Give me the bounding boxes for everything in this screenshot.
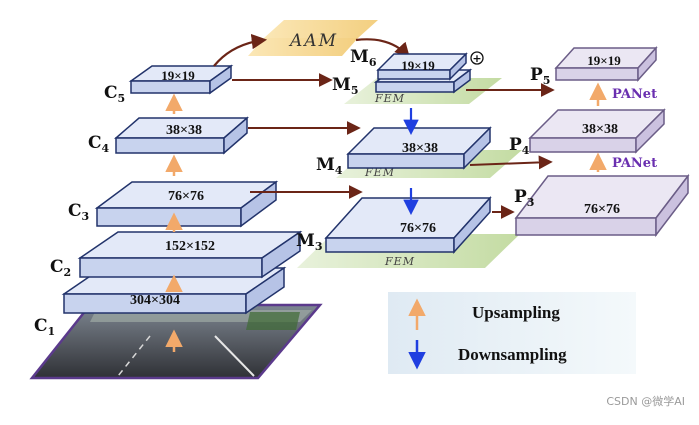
dim-m5: 19×19	[401, 58, 435, 73]
label-c2: C2	[50, 257, 71, 279]
neck-to-head-arrows	[466, 83, 555, 219]
dim-p5: 19×19	[587, 53, 621, 68]
block-p5: 19×19	[554, 46, 658, 82]
input-image	[29, 303, 323, 380]
arrow-aam-to-m6	[355, 38, 411, 59]
block-m4: 38×38	[346, 126, 492, 170]
label-m4: M4	[316, 155, 343, 177]
arrow-c5-to-aam	[213, 33, 268, 67]
dim-p4: 38×38	[582, 122, 618, 137]
label-p4: P4	[509, 135, 530, 157]
arrow-m4-p4	[469, 155, 553, 170]
block-c3: 76×76	[94, 180, 279, 228]
label-p5: P5	[530, 65, 550, 87]
add-symbol: +	[470, 51, 484, 65]
label-m6: M6	[350, 47, 377, 69]
panet-label-bottom: PANet	[612, 156, 657, 171]
aam-module: AAM	[248, 20, 378, 56]
aam-label: AAM	[288, 31, 338, 51]
fem-label-m3: FEM	[384, 255, 415, 268]
dim-c3: 76×76	[168, 189, 204, 204]
block-p3: 76×76	[514, 173, 690, 238]
legend: Upsampling Downsampling	[388, 292, 636, 374]
label-m5: M5	[332, 75, 358, 97]
dim-m4: 38×38	[402, 141, 438, 156]
label-p3: P3	[514, 187, 534, 209]
panet-label-top: PANet	[612, 87, 657, 102]
block-m3: 76×76	[324, 196, 492, 254]
fem-label-m4: FEM	[364, 166, 395, 179]
block-c5: 19×19	[128, 64, 234, 95]
block-c4: 38×38	[113, 116, 250, 155]
dim-c2: 152×152	[165, 239, 215, 254]
dim-c1: 304×304	[130, 293, 180, 308]
block-c2: 152×152	[77, 230, 303, 279]
dim-c4: 38×38	[166, 123, 202, 138]
watermark: CSDN @微学AI	[606, 395, 685, 408]
dim-p3: 76×76	[584, 202, 620, 217]
label-c4: C4	[88, 133, 110, 155]
fem-label-m5: FEM	[374, 92, 405, 105]
label-c1: C1	[34, 316, 55, 338]
legend-downsampling: Downsampling	[458, 345, 567, 364]
dim-c5: 19×19	[161, 68, 195, 83]
label-c5: C5	[104, 83, 125, 105]
label-m3: M3	[296, 231, 322, 253]
svg-text:+: +	[472, 52, 481, 65]
block-m6: 19×19	[376, 52, 468, 81]
label-c3: C3	[68, 201, 89, 223]
dim-m3: 76×76	[400, 221, 436, 236]
legend-upsampling: Upsampling	[472, 303, 560, 322]
lateral-arrows	[232, 73, 363, 199]
block-p4: 38×38	[528, 108, 666, 154]
